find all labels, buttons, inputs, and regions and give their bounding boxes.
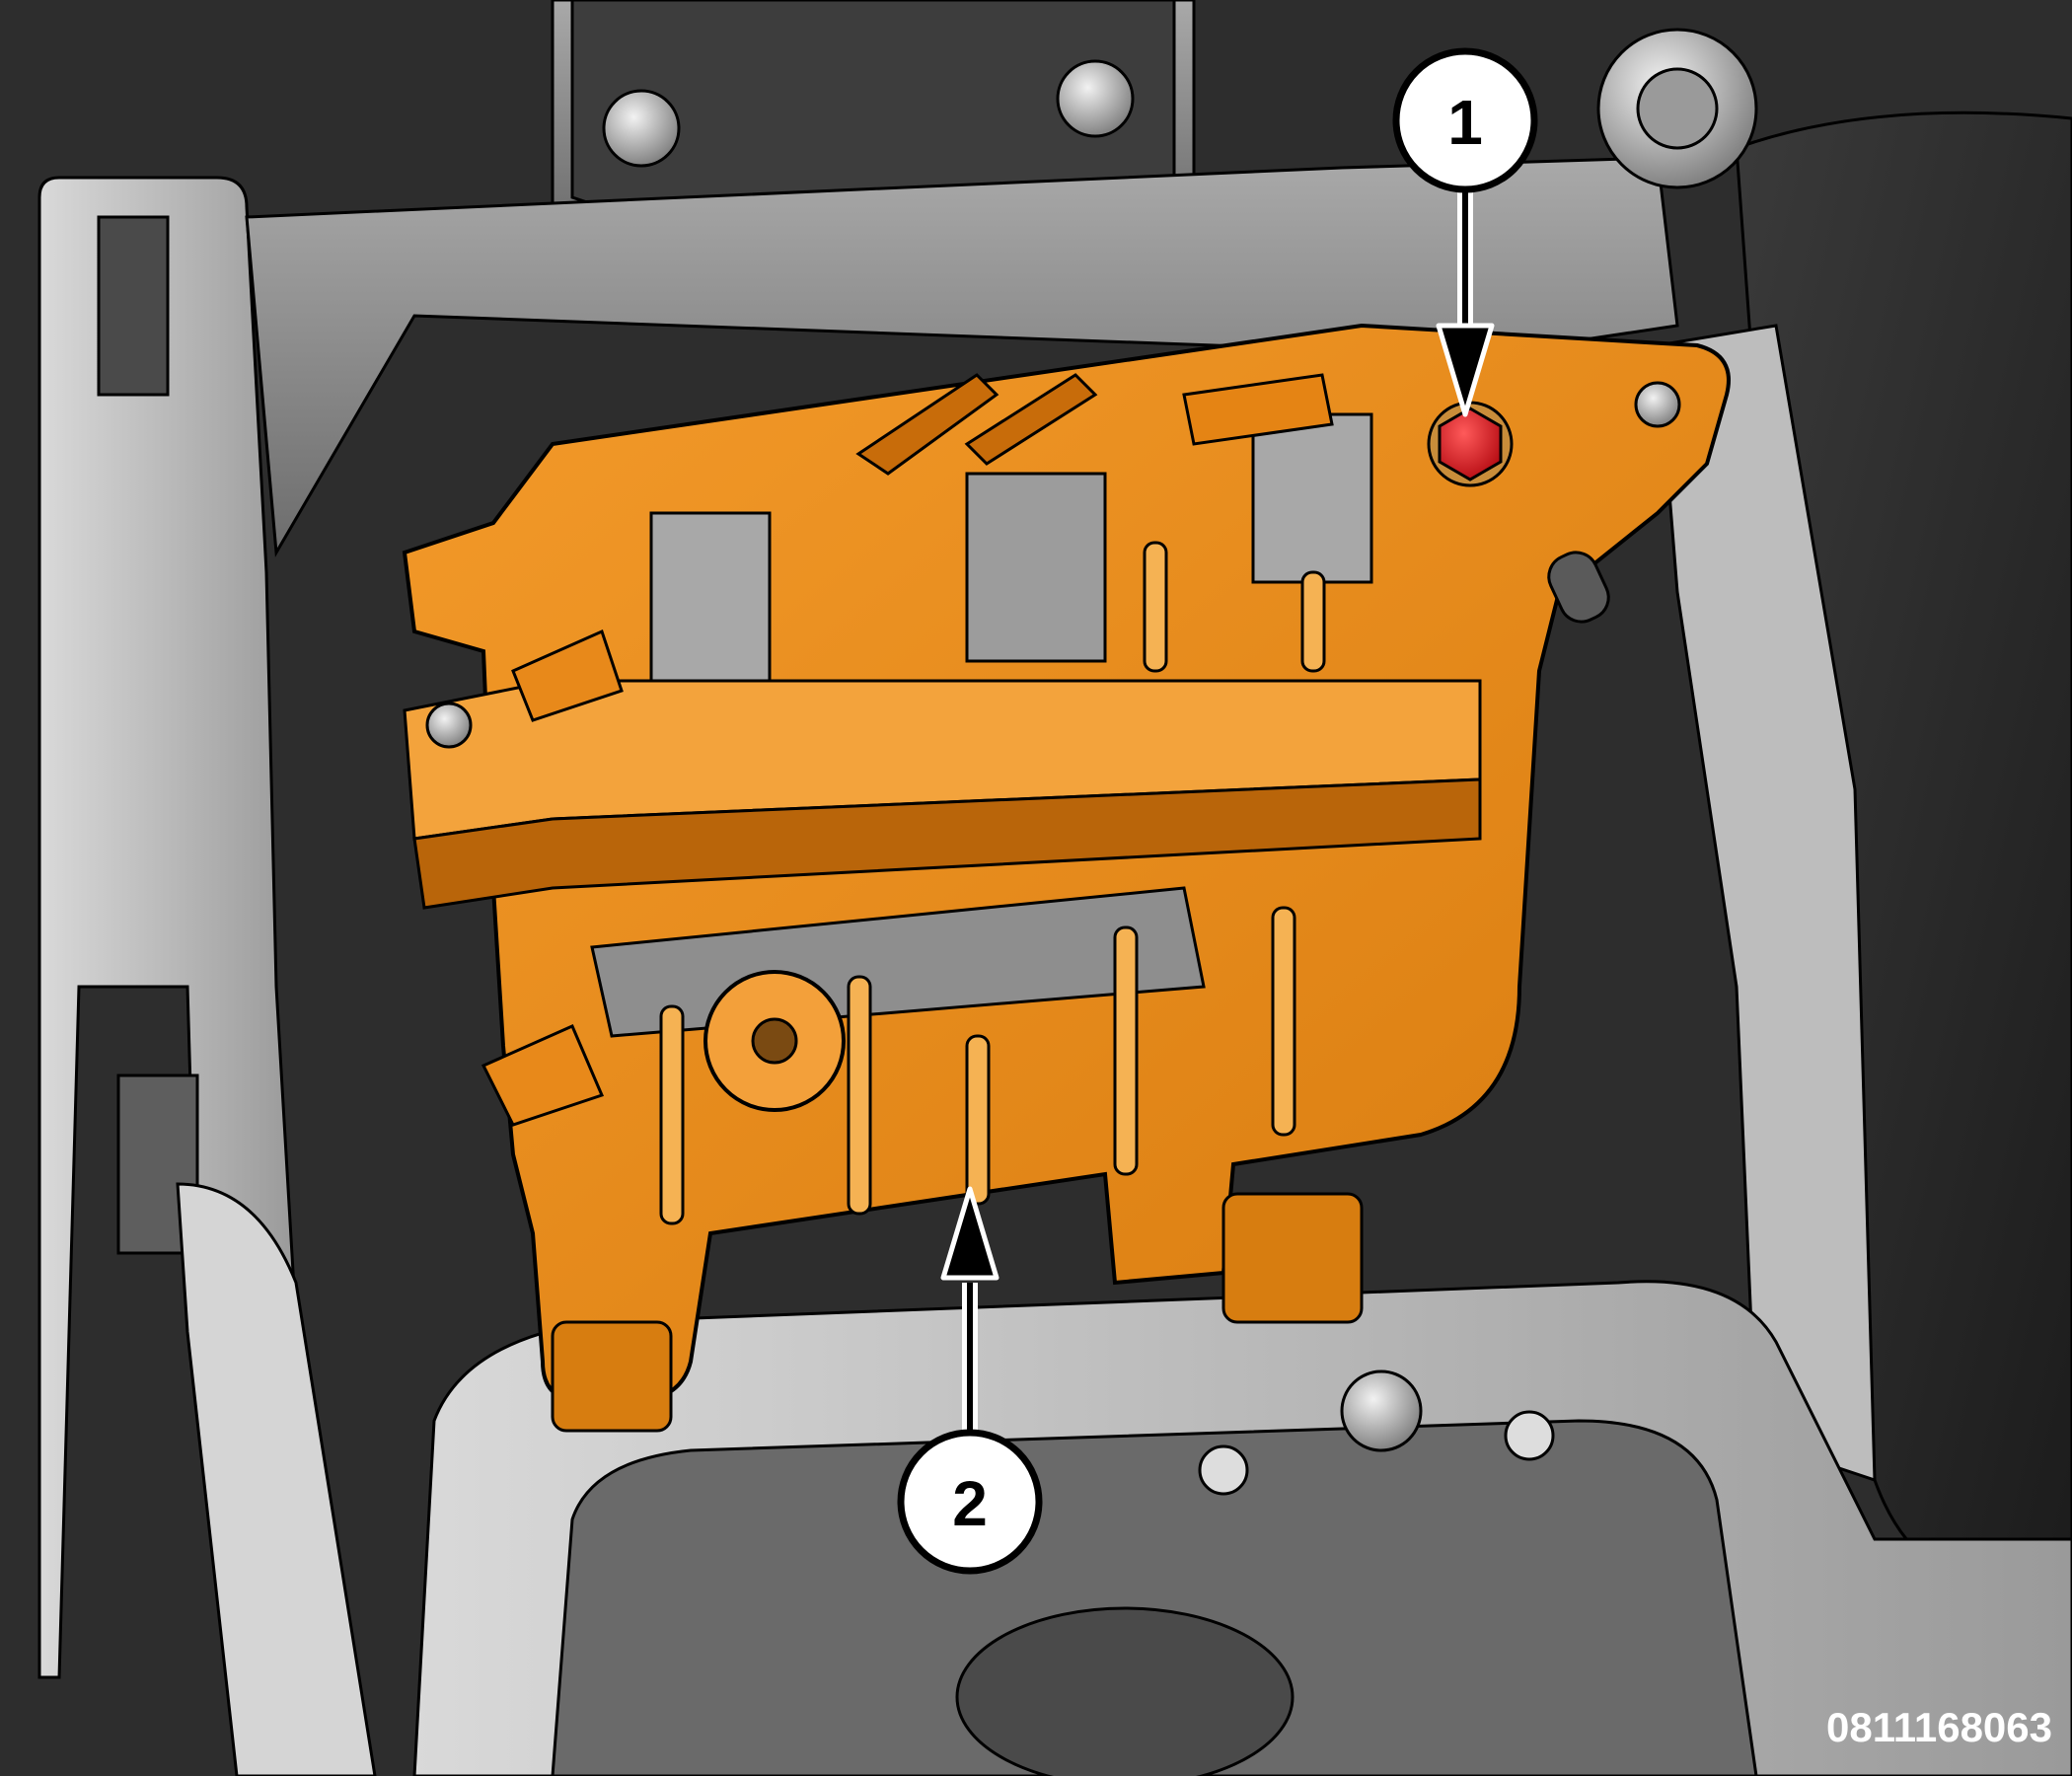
bracket-window-right (1251, 412, 1373, 584)
bracket-window-left (649, 511, 772, 683)
bracket-side-clip-left (481, 1024, 605, 1127)
callout-2-arrowhead (940, 1186, 999, 1281)
bracket-clip-3 (1182, 373, 1334, 446)
lower-tray-opening (955, 1606, 1295, 1776)
bracket-rib-7 (1300, 570, 1326, 673)
callout-2-circle (897, 1429, 1043, 1575)
callout-2-label: 2 (952, 1468, 988, 1539)
bracket-rib-1 (659, 1004, 685, 1225)
bracket-rib-6 (1143, 541, 1168, 673)
bracket-tab-right (1221, 1192, 1364, 1324)
lower-bolt-head (1340, 1369, 1423, 1452)
callout-1-label: 1 (1447, 87, 1483, 158)
bracket-boss-hole (751, 1017, 798, 1065)
bracket-clip-1 (855, 373, 999, 476)
callout-1-circle (1392, 47, 1538, 193)
bracket-clip-2 (964, 373, 1098, 466)
bracket-rib-3 (965, 1034, 991, 1206)
upper-right-knob-center (1636, 67, 1719, 150)
bracket-window-center (965, 472, 1107, 663)
lower-tray-inner (551, 1419, 1758, 1776)
right-column (1735, 111, 2072, 1590)
top-bolt-right (1056, 59, 1135, 138)
bracket-rib-4 (1113, 925, 1139, 1176)
highlighted-fastener (1427, 401, 1514, 487)
left-panel-slot (97, 215, 170, 397)
bracket-left-bolt (425, 702, 473, 749)
callout-1: 1 (1392, 47, 1538, 417)
bracket-rib-2 (847, 975, 872, 1216)
bracket-right-ear-bolt (1634, 381, 1681, 428)
callout-1-arrowhead (1436, 323, 1495, 417)
bracket-channel-lip (412, 777, 1482, 910)
top-bolt-left (602, 89, 681, 168)
figure-id: 0811168063 (1826, 1704, 2052, 1750)
lower-hole-left (1198, 1444, 1249, 1496)
mounting-bracket (402, 323, 1731, 1433)
bracket-slot (1547, 551, 1610, 624)
lower-hole-right (1504, 1410, 1555, 1461)
fastener-hex-head (1438, 407, 1503, 481)
bracket-side-clip-upper (511, 629, 624, 722)
callout-2: 2 (897, 1186, 1043, 1575)
lower-left-tube (176, 1182, 377, 1776)
bracket-tab-left (551, 1320, 673, 1433)
bracket-rib-5 (1271, 906, 1296, 1137)
